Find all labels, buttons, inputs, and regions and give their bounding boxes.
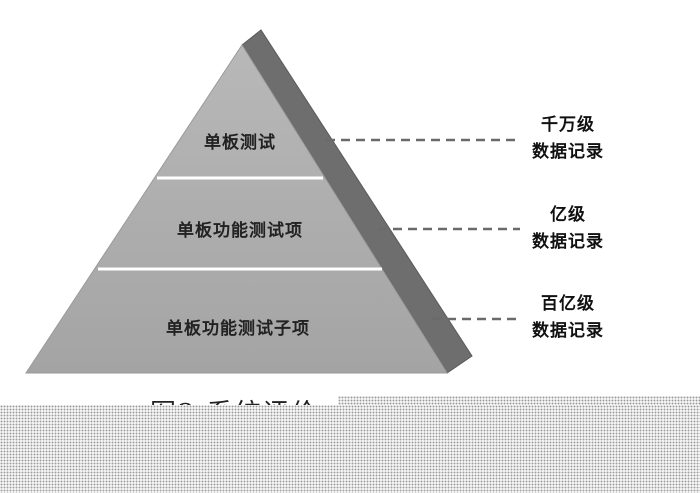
scan-dither-band <box>0 405 700 493</box>
tier-label-middle: 单板功能测试项 <box>177 221 303 241</box>
record-magnitude-3: 百亿级 <box>541 294 595 314</box>
pyramid-front-face <box>25 44 448 374</box>
record-text-2: 数据记录 <box>532 232 604 252</box>
record-magnitude-1: 千万级 <box>541 115 595 135</box>
record-text-3: 数据记录 <box>532 321 604 341</box>
record-magnitude-2: 亿级 <box>550 205 586 225</box>
record-label-3: 百亿级 数据记录 <box>532 291 604 345</box>
tier-label-top: 单板测试 <box>204 133 276 153</box>
tier-label-bottom: 单板功能测试子项 <box>166 319 310 339</box>
record-label-2: 亿级 数据记录 <box>532 202 604 256</box>
scan-dither-band-top <box>338 396 700 406</box>
record-label-1: 千万级 数据记录 <box>532 112 604 166</box>
record-text-1: 数据记录 <box>532 142 604 162</box>
